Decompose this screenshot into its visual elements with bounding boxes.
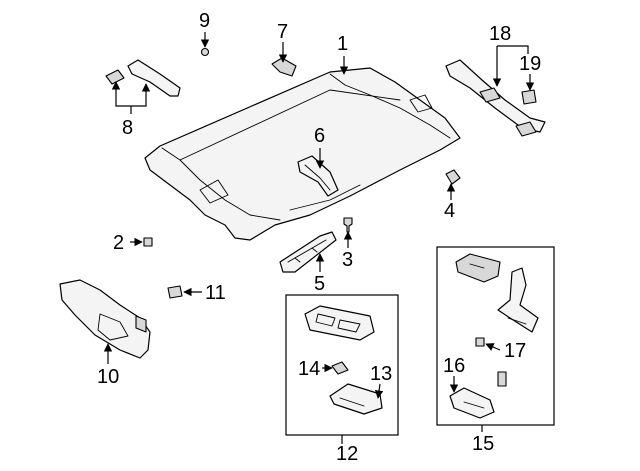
callout-15: 15	[472, 433, 494, 455]
clip-part-19	[521, 89, 537, 105]
screw-part-3	[343, 217, 353, 233]
callout-10: 10	[97, 366, 119, 388]
dome-lamp-arm-part	[497, 267, 539, 333]
screw-part-17	[475, 337, 485, 347]
callout-3: 3	[342, 249, 353, 271]
callout-14: 14	[298, 358, 320, 380]
bracket-part-6	[297, 155, 339, 197]
callout-9: 9	[199, 10, 210, 32]
clip-part-11	[167, 285, 183, 299]
callout-12: 12	[336, 443, 358, 465]
callout-16: 16	[443, 355, 465, 377]
leader-8	[115, 84, 147, 107]
screw-part-2	[143, 237, 153, 247]
callout-8: 8	[122, 117, 133, 139]
lens-part-13	[329, 383, 383, 415]
sun-visor-part-10	[59, 279, 151, 359]
rail-bracket-part-5	[279, 231, 337, 273]
headliner-part	[144, 67, 461, 241]
callout-2: 2	[113, 232, 124, 254]
dome-lamp-bracket-part	[455, 253, 501, 283]
map-lamp-housing-part	[304, 305, 375, 341]
callout-17: 17	[504, 340, 526, 362]
callout-18: 18	[489, 23, 511, 45]
callout-19: 19	[519, 53, 541, 75]
group-box-15	[436, 246, 555, 426]
callout-13: 13	[370, 363, 392, 385]
callout-5: 5	[314, 273, 325, 295]
callout-6: 6	[314, 125, 325, 147]
leader-13	[374, 383, 384, 399]
screw-part-15b	[497, 371, 507, 387]
callout-1: 1	[337, 33, 348, 55]
bulb-part-14	[331, 361, 349, 375]
callout-11: 11	[205, 282, 226, 304]
leader-17	[485, 343, 501, 351]
screw-part-9	[200, 47, 210, 57]
clip-part-4	[445, 169, 461, 185]
callout-4: 4	[444, 200, 455, 222]
clip-part-7	[271, 57, 297, 77]
leader-18-branch	[497, 45, 529, 54]
assist-grip-part-8	[105, 59, 181, 97]
callout-7: 7	[277, 21, 288, 43]
lens-part-16	[449, 387, 495, 419]
grab-handle-part-18	[445, 59, 546, 137]
